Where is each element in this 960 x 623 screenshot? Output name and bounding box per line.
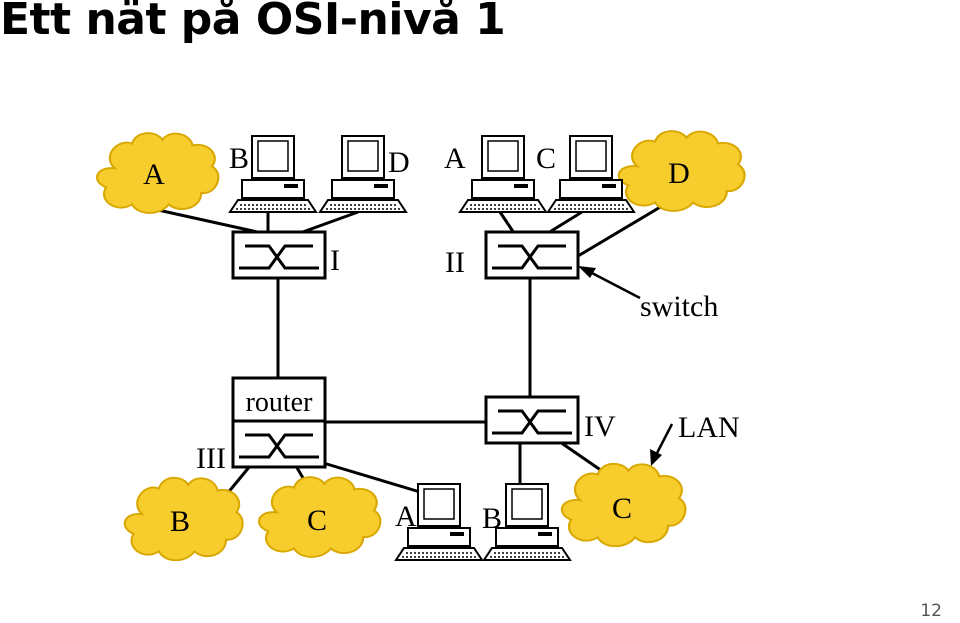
- network-iv-label: IV: [584, 410, 616, 443]
- switch-iv-icon: [484, 395, 580, 445]
- cloud-c-right-label: C: [612, 492, 632, 525]
- link-router-pc-a: [319, 460, 421, 494]
- computer-top-a-label: A: [444, 142, 466, 175]
- computer-top-d-label: D: [388, 146, 410, 179]
- cloud-a-top-label: A: [143, 158, 165, 191]
- switch-i-icon: [231, 230, 327, 280]
- network-iii-label: III: [196, 442, 226, 475]
- computer-bottom-a-label: A: [395, 500, 417, 533]
- network-i-label: I: [330, 244, 340, 277]
- switch-ii-icon: [484, 230, 580, 280]
- link-pc-d-switch-i: [299, 210, 359, 235]
- cloud-c-bottom-label: C: [307, 504, 327, 537]
- network-ii-label: II: [445, 246, 465, 279]
- switch-arrow: [578, 266, 641, 300]
- router-icon: [231, 376, 327, 469]
- lan-annotation: LAN: [678, 411, 740, 444]
- page-number: 12: [920, 601, 942, 621]
- lan-arrow: [650, 423, 674, 466]
- router-label: router: [246, 387, 314, 418]
- link-cloud-d-switch-ii: [577, 204, 663, 258]
- link-pc-c-switch-ii: [547, 210, 583, 235]
- computer-bottom-b-label: B: [482, 502, 502, 535]
- computer-icon-top-a: [459, 135, 547, 213]
- link-cloud-a-switch-i: [157, 208, 263, 235]
- cloud-d-top-label: D: [668, 157, 690, 190]
- computer-top-b-label: B: [229, 142, 249, 175]
- switch-annotation: switch: [640, 290, 718, 323]
- computer-top-c-label: C: [536, 142, 556, 175]
- link-pc-a-switch-ii: [498, 211, 516, 234]
- slide-title: Ett nät på OSI-nivå 1: [0, 0, 506, 45]
- cloud-b-bottom-label: B: [170, 505, 190, 538]
